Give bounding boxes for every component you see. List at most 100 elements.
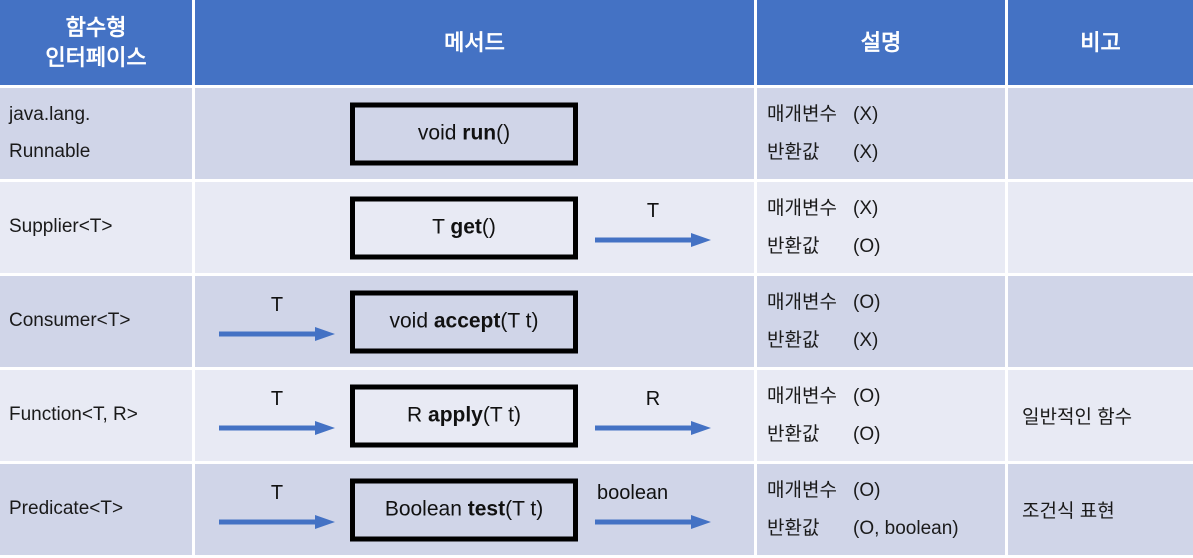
description-cell: 매개변수 (X) 반환값 (O): [757, 182, 1008, 276]
description-parameter-row: 매개변수 (X): [767, 190, 1005, 227]
method-cell: T Boolean test(T t) boolean: [195, 464, 757, 558]
column-header-interface-line2: 인터페이스: [45, 44, 147, 70]
method-arguments: (T t): [505, 497, 544, 521]
remark-cell: [1008, 182, 1193, 276]
output-arrow: R: [593, 389, 713, 439]
description-parameter-value: (O): [853, 480, 881, 502]
table-row: Predicate<T> T Boolean test(T t) boolean 매개변…: [0, 464, 1193, 558]
method-flow: T Boolean test(T t) boolean: [195, 464, 754, 555]
method-return-type: T: [432, 215, 451, 239]
description-return-value: (O, boolean): [853, 517, 959, 539]
description-cell: 매개변수 (O) 반환값 (O, boolean): [757, 464, 1008, 558]
method-signature-box: void accept(T t): [350, 290, 578, 353]
method-flow: T get()T: [195, 182, 754, 273]
method-flow: void run(): [195, 88, 754, 179]
input-arrow-label: T: [270, 293, 284, 316]
description-parameter-key: 매개변수: [767, 292, 837, 314]
description-parameter-value: (O): [853, 292, 881, 314]
description-return-key: 반환값: [767, 141, 820, 163]
description-parameter-key: 매개변수: [767, 480, 837, 502]
input-arrow: T: [217, 295, 337, 345]
interface-cell: Consumer<T>: [0, 276, 195, 370]
description-parameter-key: 매개변수: [767, 198, 837, 220]
column-header-method: 메서드: [195, 0, 757, 88]
column-header-remark-label: 비고: [1080, 29, 1121, 55]
method-arguments: (): [496, 121, 511, 145]
description-cell: 매개변수 (X) 반환값 (X): [757, 88, 1008, 182]
output-arrow-label: boolean: [597, 481, 669, 504]
description-parameter-row: 매개변수 (O): [767, 472, 1005, 509]
method-cell: T get()T: [195, 182, 757, 276]
column-header-remark: 비고: [1008, 0, 1193, 88]
description-return-row: 반환값(O): [767, 416, 1005, 453]
interface-name-line1: Function<T, R>: [9, 404, 138, 426]
method-signature-box: T get(): [350, 196, 578, 259]
description-parameter-key: 매개변수: [767, 104, 837, 126]
description-parameter-row: 매개변수 (O): [767, 284, 1005, 321]
interface-cell: Predicate<T>: [0, 464, 195, 558]
method-signature-box: R apply(T t): [350, 384, 578, 447]
description-return-value: (X): [853, 141, 879, 163]
input-arrow: T: [217, 389, 337, 439]
description-cell: 매개변수 (O) 반환값 (X): [757, 276, 1008, 370]
interface-name-line1: Consumer<T>: [9, 310, 131, 332]
arrow-icon: [595, 420, 711, 435]
interface-cell: Supplier<T>: [0, 182, 195, 276]
description-cell: 매개변수(O)반환값(O): [757, 370, 1008, 464]
column-header-interface: 함수형 인터페이스: [0, 0, 195, 88]
description-return-row: 반환값 (X): [767, 322, 1005, 359]
arrow-icon: [595, 232, 711, 247]
interface-name-line1: Predicate<T>: [9, 498, 124, 520]
output-arrow-label: T: [646, 199, 660, 222]
method-arguments: (T t): [500, 309, 539, 333]
description-return-value: (O): [853, 235, 881, 257]
description-return-key: 반환값: [767, 329, 820, 351]
description-parameter-row: 매개변수(O): [767, 378, 1005, 415]
interface-cell: java.lang. Runnable: [0, 88, 195, 182]
remark-cell: [1008, 276, 1193, 370]
method-return-type: void: [417, 121, 463, 145]
description-return-row: 반환값 (O, boolean): [767, 510, 1005, 547]
method-name: apply: [428, 403, 483, 427]
description-parameter-value: (X): [853, 198, 879, 220]
description-return-key: 반환값: [767, 235, 820, 257]
method-return-type: R: [407, 403, 429, 427]
interface-cell: Function<T, R>: [0, 370, 195, 464]
output-arrow: T: [593, 201, 713, 251]
interface-name-line1: java.lang.: [9, 104, 91, 126]
remark-cell: 일반적인 함수: [1008, 370, 1193, 464]
table-header-row: 함수형 인터페이스 메서드 설명 비고: [0, 0, 1193, 88]
method-name: run: [462, 121, 497, 145]
description-parameter-value: (X): [853, 104, 879, 126]
interface-name-line2: Runnable: [9, 140, 91, 162]
arrow-icon: [219, 420, 335, 435]
input-arrow-label: T: [270, 481, 284, 504]
method-arguments: (T t): [482, 403, 521, 427]
interface-name-line1: Supplier<T>: [9, 216, 113, 238]
description-return-key: 반환값: [767, 423, 820, 445]
column-header-description-label: 설명: [860, 29, 902, 55]
description-return-value: (X): [853, 329, 879, 351]
output-arrow-label: R: [645, 387, 661, 410]
method-signature-box: Boolean test(T t): [350, 478, 578, 541]
method-cell: void run(): [195, 88, 757, 182]
table-header: 함수형 인터페이스 메서드 설명 비고: [0, 0, 1193, 88]
input-arrow: T: [217, 483, 337, 533]
arrow-icon: [219, 514, 335, 529]
description-return-row: 반환값 (O): [767, 228, 1005, 265]
remark-cell: 조건식 표현: [1008, 464, 1193, 558]
description-parameter-key: 매개변수: [767, 386, 837, 408]
input-arrow-label: T: [270, 387, 284, 410]
method-signature-box: void run(): [350, 102, 578, 165]
remark-cell: [1008, 88, 1193, 182]
description-return-key: 반환값: [767, 517, 820, 539]
method-return-type: Boolean: [384, 497, 468, 521]
